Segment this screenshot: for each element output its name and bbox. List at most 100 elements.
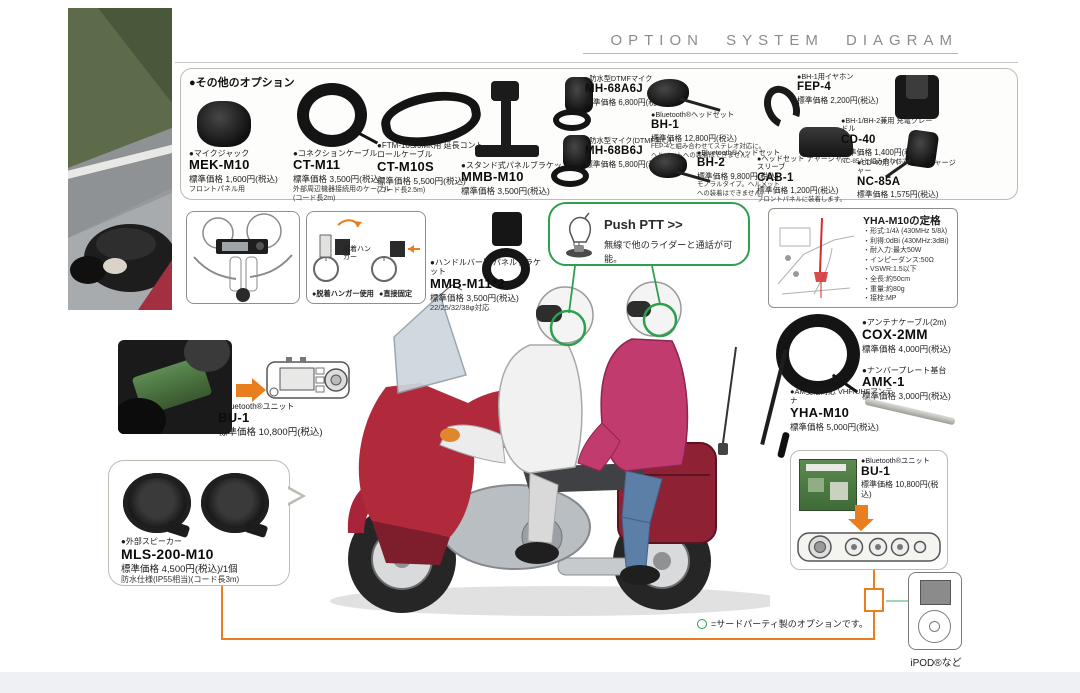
antenna-mount-sketch [777, 217, 855, 298]
product-price: 標準価格 4,500円(税込)/1個 [121, 563, 238, 575]
product-mh-68b6j: ●防水型マイク(DTMF無し) MH-68B6J 標準価格 5,800円(税込) [585, 136, 697, 169]
hanger-label: 脱着ハンガー [343, 246, 371, 262]
page-title: OPTION SYSTEM DIAGRAM [610, 32, 958, 49]
product-price: 標準価格 10,800円(税込) [861, 480, 939, 500]
ipod-drawing [908, 572, 962, 650]
product-model: COX-2MM [862, 327, 928, 343]
product-note: (コード長2.5m) [377, 187, 426, 195]
product-cox-2mm: ●アンテナケーブル(2m) COX-2MM 標準価格 4,000円(税込) [862, 318, 966, 355]
product-price: 標準価格 3,000円(税込) [862, 391, 951, 402]
product-model: MLS-200-M10 [121, 546, 214, 563]
product-amk-1: ●ナンバープレート基台 AMK-1 標準価格 3,000円(税込) [862, 366, 966, 402]
product-price: 標準価格 12,800円(税込) [651, 133, 737, 143]
bh-1-image [647, 79, 689, 107]
ipod-screen [920, 580, 951, 605]
photo-shadow [118, 398, 166, 434]
product-desc: ●外部スピーカー [121, 537, 182, 546]
third-party-circle-icon [697, 619, 707, 629]
orange-arrow-head-icon [252, 378, 278, 402]
spec-line: ・耐入力:最大50W [863, 247, 922, 255]
spec-line: ・全長:約50cm [863, 275, 911, 283]
product-desc: ●マイクジャック [189, 149, 250, 158]
product-mmb-m10: ●スタンド式パネルブラケット MMB-M10 標準価格 3,500円(税込) [461, 161, 571, 197]
product-price: 標準価格 6,800円(税込) [585, 97, 667, 107]
product-desc: ●BH-1/BH-2兼用 充電クレードル [841, 116, 933, 134]
product-model: BU-1 [218, 410, 250, 426]
mount-option-b: ●直接固定 [379, 289, 413, 298]
bottom-margin [0, 672, 1080, 693]
spec-line: ・利得:0dBi (430MHz:3dBi) [863, 237, 949, 245]
product-desc: ●Bluetooth®ユニット [218, 402, 295, 411]
ipod-wheel-center [929, 621, 940, 632]
third-party-note: =サードパーティ製のオプションです。 [711, 619, 868, 629]
radio-drawing [266, 356, 350, 409]
mount-option-a: ●脱着ハンガー使用 [312, 289, 374, 298]
product-price: 標準価格 3,500円(税込) [430, 292, 519, 303]
product-bh-2: ●Bluetooth®ヘッドセット BH-2 標準価格 9,800円(税込) モ… [697, 148, 785, 198]
mls-callout-tail-inner [286, 488, 309, 504]
product-desc: ●スタンド式パネルブラケット [461, 161, 570, 170]
yha-m10-image-base [776, 431, 791, 459]
product-note: FEP-4と組み合わせてステレオ対応に。ヘルメットへの装着はできません。 [651, 143, 765, 159]
pcb-chip [808, 478, 824, 492]
mmb-m11-image-head [492, 212, 522, 246]
product-desc: ●AM受信対応 VHF/UHFアンテナ [790, 387, 893, 405]
product-mls: ●外部スピーカー MLS-200-M10 標準価格 4,500円(税込)/1個 … [121, 537, 281, 586]
spec-line: ・VSWR:1.5以下 [863, 266, 917, 274]
spec-line: ・重量:約80g [863, 285, 905, 293]
product-mmb-m11: ●ハンドルバー用 パネルブラケット MMB-M11*2 標準価格 3,500円(… [430, 258, 542, 313]
mh-68b6j-image [563, 135, 591, 169]
product-price: 標準価格 3,500円(税込) [293, 174, 382, 185]
product-model: FEP-4 [797, 81, 832, 94]
other-options-box: ●その他のオプション ●マイクジャック MEK-M10 標準価格 1,600円(… [180, 68, 1018, 203]
product-note: フロントパネルに装着します。 [757, 195, 846, 203]
motorcycle-illustration [290, 275, 786, 630]
radio-rear-panel-drawing [796, 529, 942, 570]
mh-68a6j-image [565, 77, 593, 113]
speaker-left-mount [165, 519, 191, 539]
product-model: MH-68A6J [585, 83, 644, 96]
product-note: フロントパネル用 [189, 186, 245, 193]
product-model: YHA-M10 [790, 404, 850, 420]
cab-1-image [799, 127, 853, 157]
product-desc: ●ヘッドセット チャージャースリーブ [757, 154, 850, 172]
headset-position-circle-front [549, 309, 587, 347]
product-nc-85a: ●CD-40用 バッテリーチャージャー NC-85A 標準価格 1,575円(税… [857, 158, 957, 200]
product-desc: ●Bluetooth®ヘッドセット [651, 110, 735, 119]
product-model: AMK-1 [862, 374, 905, 390]
product-desc: ●FTM-10S/JMK用 延長コントロールケーブル [377, 141, 484, 160]
pcb-connector-strip [806, 464, 846, 471]
product-model: MMB-M10 [461, 169, 524, 185]
other-options-header: ●その他のオプション [189, 77, 295, 89]
product-model: CAB-1 [757, 171, 794, 184]
rider-photo-art [57, 8, 196, 310]
product-desc: ●Bluetooth®ユニット [861, 456, 930, 465]
speaker-right-mount [243, 519, 269, 539]
product-model: MMB-M11*2 [430, 275, 505, 291]
mmb-m10-image-head [491, 81, 519, 101]
mek-m10-image [197, 101, 251, 147]
product-note: 外部周辺機器接続用のケーブル(コード長2m) [293, 186, 391, 203]
ipod-wheel [918, 610, 951, 643]
product-cab-1: ●ヘッドセット チャージャースリーブ CAB-1 標準価格 1,200円(税込)… [757, 154, 855, 204]
product-desc: ●コネクションケーブル [293, 149, 378, 158]
product-mh-68a6j: ●防水型DTMFマイク MH-68A6J 標準価格 6,800円(税込) [585, 74, 697, 107]
ptt-hand-icon [566, 212, 592, 258]
orange-down-arrow-stem [855, 505, 868, 520]
spec-line: ・接栓:MP [863, 295, 897, 303]
product-price: 標準価格 9,800円(税込) [697, 171, 779, 181]
mh-68a6j-cord [553, 109, 591, 131]
product-desc: ●防水型DTMFマイク [585, 74, 653, 83]
mh-68b6j-cord [551, 165, 589, 187]
product-fep-4: ●BH-1用イヤホン FEP-4 標準価格 2,200円(税込) [797, 72, 905, 105]
product-bu1-left: ●Bluetooth®ユニット BU-1 標準価格 10,800円(税込) [218, 402, 350, 439]
product-desc: ●防水型マイク(DTMF無し) [585, 136, 672, 145]
cd-40-image [895, 75, 939, 119]
product-bu1-right: ●Bluetooth®ユニット BU-1 標準価格 10,800円(税込) [861, 456, 945, 500]
header-rule [175, 62, 1018, 63]
product-note: 防水仕様(IP55相当)(コード長3m) [121, 575, 240, 585]
spec-line: ・インピーダンス:50Ω [863, 256, 934, 264]
product-desc: ●BH-1用イヤホン [797, 72, 854, 81]
product-model: CT-M10S [377, 158, 435, 174]
product-price: 標準価格 5,800円(税込) [585, 159, 667, 169]
